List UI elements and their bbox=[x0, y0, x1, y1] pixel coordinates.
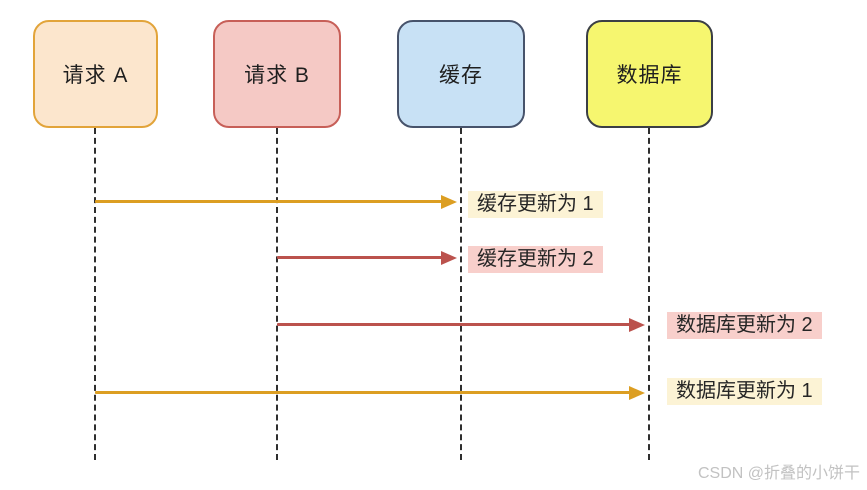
message-arrow-1-line bbox=[95, 200, 442, 203]
message-label-4: 数据库更新为 1 bbox=[667, 378, 822, 405]
message-label-1: 缓存更新为 1 bbox=[468, 191, 603, 218]
participant-database-label: 数据库 bbox=[616, 64, 683, 87]
message-label-2: 缓存更新为 2 bbox=[468, 246, 603, 273]
lifeline-request-a bbox=[94, 128, 96, 460]
participant-cache-label: 缓存 bbox=[439, 64, 483, 87]
csdn-watermark: CSDN @折叠的小饼干 bbox=[697, 465, 860, 482]
lifeline-database bbox=[648, 128, 650, 460]
participant-cache: 缓存 bbox=[397, 20, 525, 128]
message-arrow-4-head-icon bbox=[629, 386, 645, 400]
participant-request-b: 请求 B bbox=[213, 20, 341, 128]
message-label-3: 数据库更新为 2 bbox=[667, 312, 822, 339]
message-arrow-4-line bbox=[95, 391, 630, 394]
participant-database: 数据库 bbox=[586, 20, 713, 128]
lifeline-cache bbox=[460, 128, 462, 460]
participant-request-a-label: 请求 A bbox=[62, 64, 129, 87]
lifeline-request-b bbox=[276, 128, 278, 460]
message-arrow-3-line bbox=[277, 323, 630, 326]
participant-request-b-label: 请求 B bbox=[244, 64, 310, 87]
message-arrow-1-head-icon bbox=[441, 195, 457, 209]
participant-request-a: 请求 A bbox=[33, 20, 158, 128]
message-arrow-3-head-icon bbox=[629, 318, 645, 332]
message-arrow-2-head-icon bbox=[441, 251, 457, 265]
message-arrow-2-line bbox=[277, 256, 442, 259]
